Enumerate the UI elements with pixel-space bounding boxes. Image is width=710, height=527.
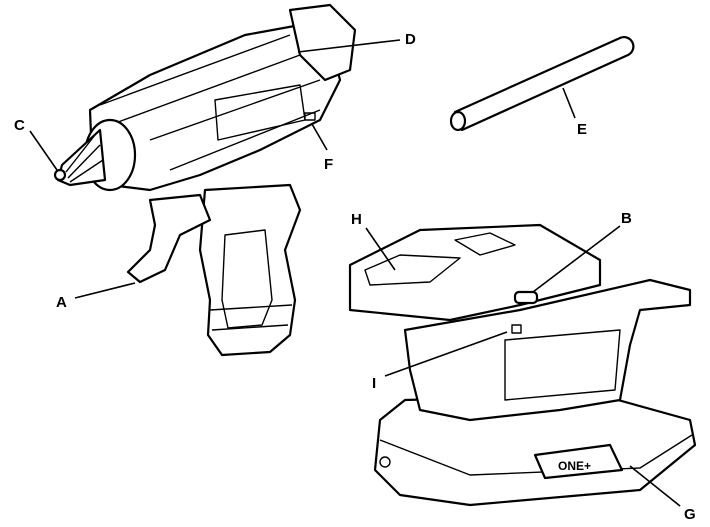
label-e: E: [577, 121, 587, 138]
label-g: G: [684, 506, 696, 523]
one-plus-logo: ONE+: [558, 459, 591, 473]
label-b: B: [621, 210, 632, 227]
glue-gun: [55, 5, 355, 355]
glue-stick: [451, 37, 633, 130]
label-c: C: [14, 117, 25, 134]
label-a: A: [56, 294, 67, 311]
label-d: D: [405, 31, 416, 48]
label-f: F: [324, 156, 333, 173]
label-h: H: [351, 211, 362, 228]
gun-trigger: [128, 195, 210, 282]
charger: ONE+: [350, 225, 695, 505]
charger-switch: [515, 292, 537, 303]
label-i: I: [372, 375, 376, 392]
